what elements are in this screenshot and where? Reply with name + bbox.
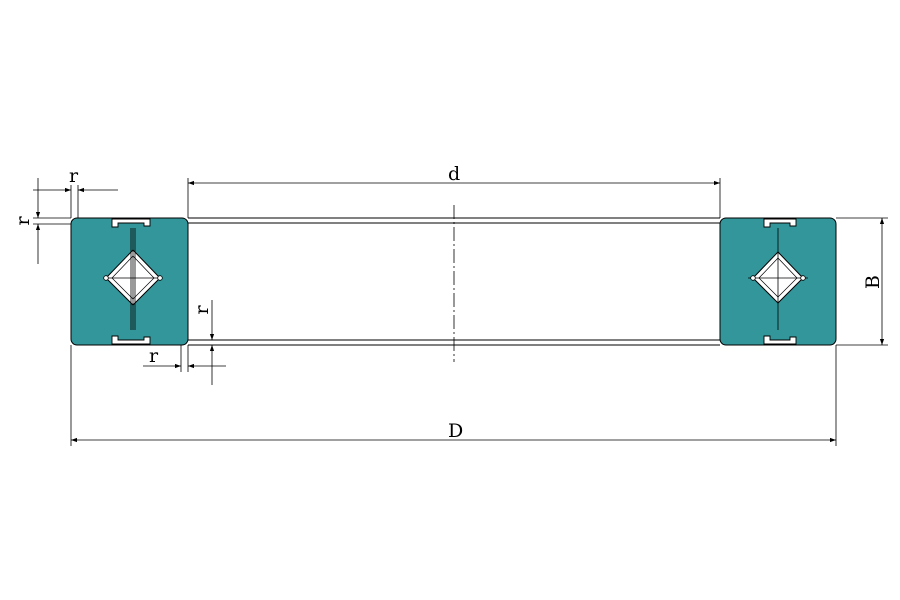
label-d: d (448, 163, 460, 185)
label-r-top-vertical: r (12, 216, 34, 226)
dimension-d: d (187, 163, 721, 218)
right-section (719, 217, 837, 346)
dimension-r-top-horizontal: r (33, 165, 118, 218)
label-B: B (862, 275, 884, 289)
left-section (70, 217, 189, 346)
dimension-B: B (836, 217, 888, 346)
label-D: D (448, 420, 463, 442)
dimension-r-top-vertical: r (12, 178, 71, 264)
dimension-r-bottom-vertical: r (188, 300, 222, 385)
label-r-bottom-vertical: r (191, 305, 213, 315)
dimension-r-bottom-horizontal: r (143, 345, 226, 372)
label-r-bottom-horizontal: r (149, 345, 159, 367)
label-r-top-horizontal: r (69, 165, 79, 187)
dimension-D: D (70, 345, 837, 446)
